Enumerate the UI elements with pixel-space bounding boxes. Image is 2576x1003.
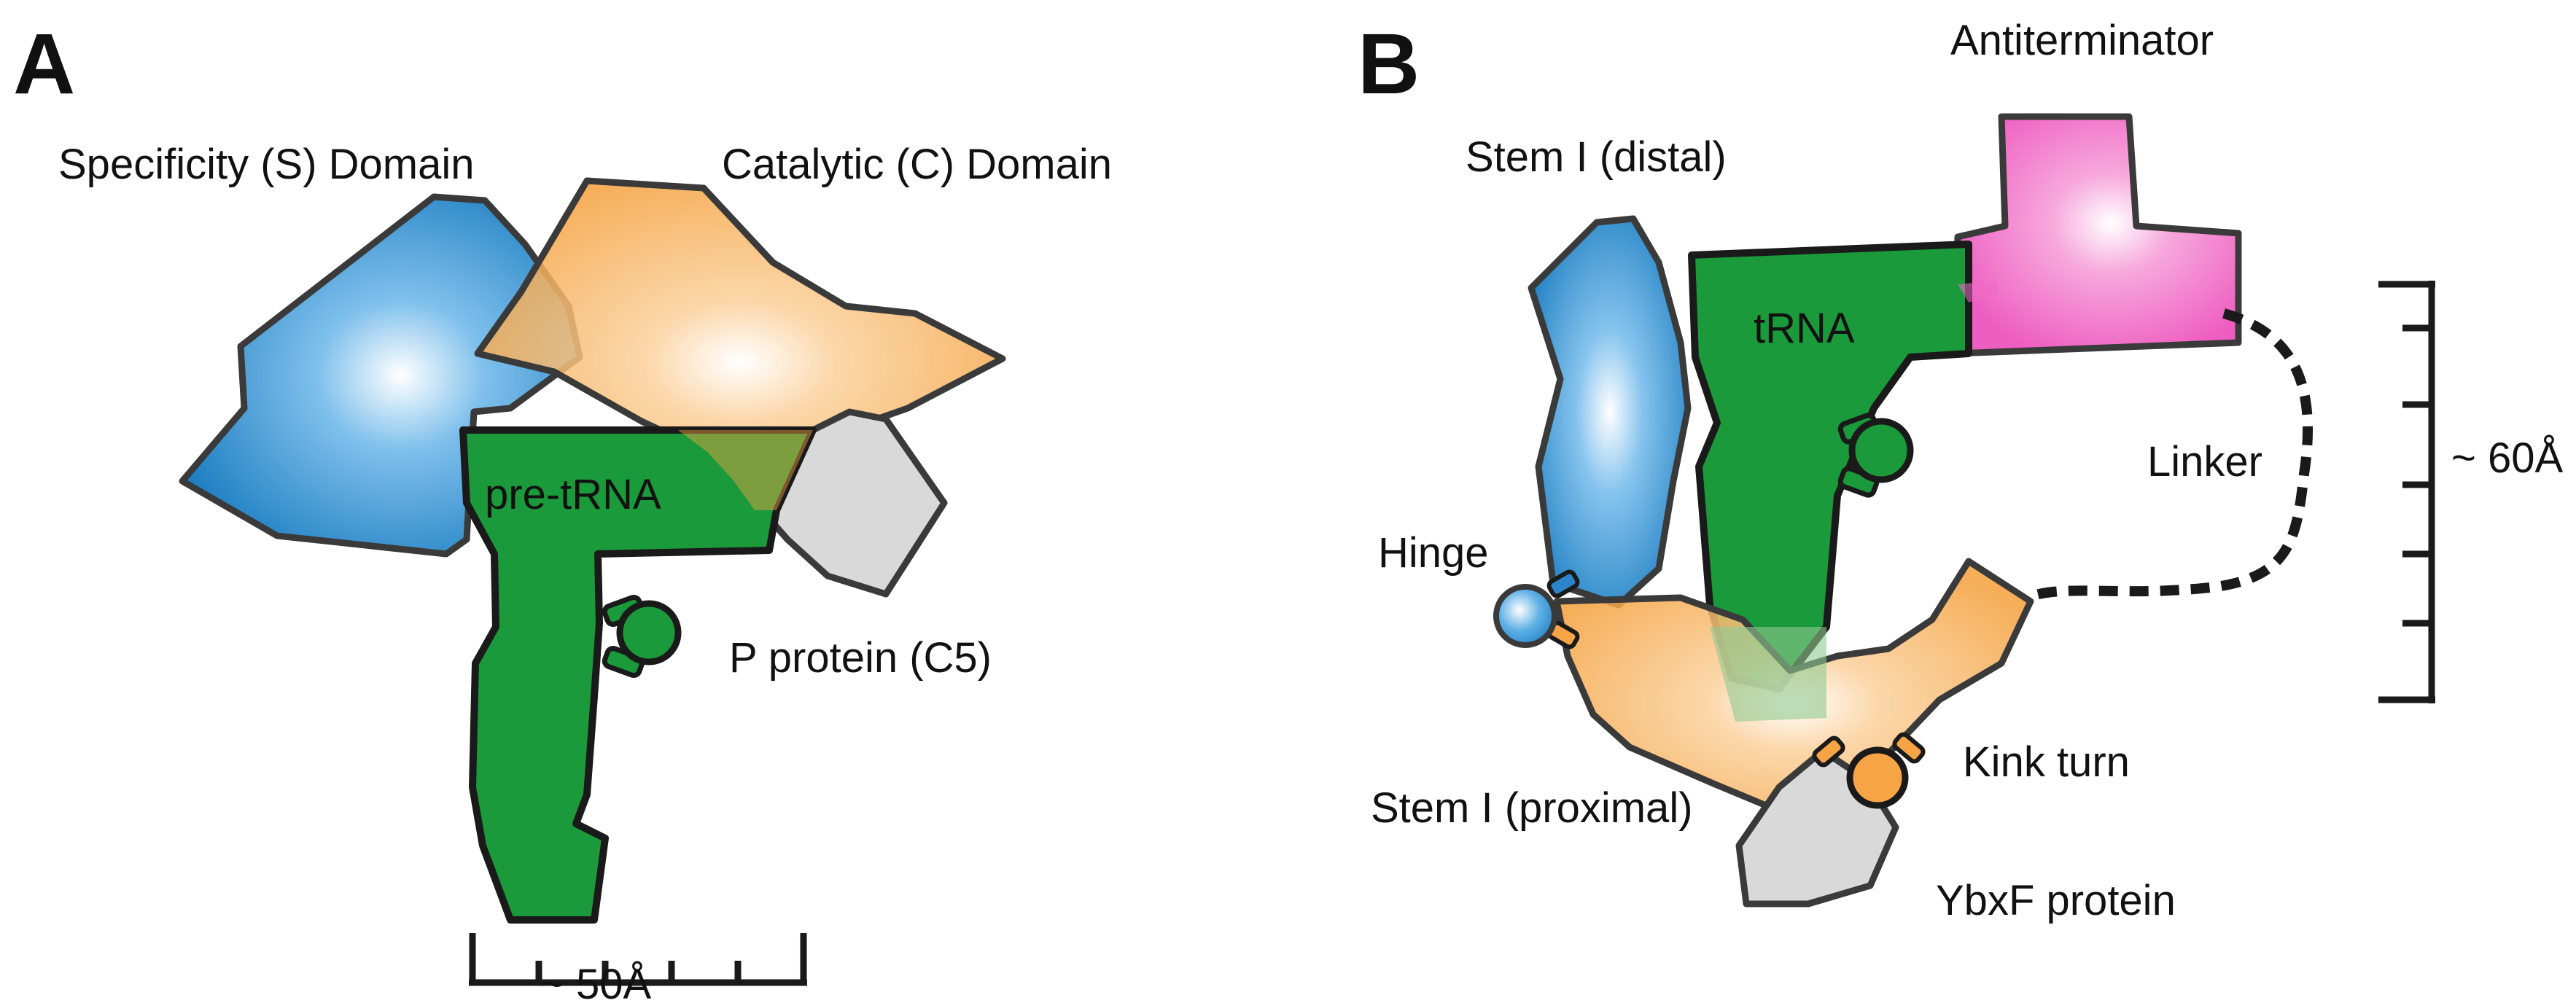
ybxf-protein-label: YbxF protein — [1936, 877, 2176, 924]
stem-proximal-label: Stem I (proximal) — [1371, 784, 1693, 832]
panel-b: B — [1358, 16, 2563, 924]
stem-distal-label: Stem I (distal) — [1466, 133, 1727, 181]
panel-a-letter: A — [13, 16, 75, 112]
hinge-knob — [1493, 569, 1580, 649]
scale-label-50: ~ 50Å — [540, 961, 651, 1003]
panel-b-letter: B — [1358, 16, 1420, 112]
scale-bar-60 — [2378, 281, 2435, 703]
hinge-label: Hinge — [1378, 529, 1489, 577]
catalytic-domain-label: Catalytic (C) Domain — [722, 141, 1112, 188]
antiterminator-overlap — [1958, 281, 1998, 303]
trna-overlap — [1710, 627, 1826, 722]
antiterminator-label: Antiterminator — [1950, 17, 2214, 64]
p-protein-shape — [758, 408, 948, 598]
kink-turn-label: Kink turn — [1963, 738, 2130, 786]
pre-trna-shape — [459, 426, 817, 924]
kink-turn-knob — [1812, 732, 1926, 809]
trna-knob — [1837, 413, 1914, 498]
scale-label-60: ~ 60Å — [2451, 434, 2563, 482]
pre-trna-knob — [602, 594, 682, 679]
catalytic-overlap — [678, 430, 813, 510]
pre-trna-label: pre-tRNA — [485, 471, 661, 518]
linker-curve — [2025, 308, 2314, 603]
specificity-domain-label: Specificity (S) Domain — [58, 141, 474, 188]
panel-a: A Specificity (S) Domain Catalytic (C) D… — [13, 16, 1112, 1003]
specificity-domain-shape — [179, 193, 583, 558]
p-protein-label: P protein (C5) — [729, 634, 992, 682]
trna-label: tRNA — [1754, 305, 1855, 352]
antiterminator-shape — [1952, 113, 2242, 357]
scale-bar-50 — [469, 933, 807, 986]
linker-label: Linker — [2147, 438, 2262, 485]
stem-distal-shape — [1528, 215, 1692, 609]
